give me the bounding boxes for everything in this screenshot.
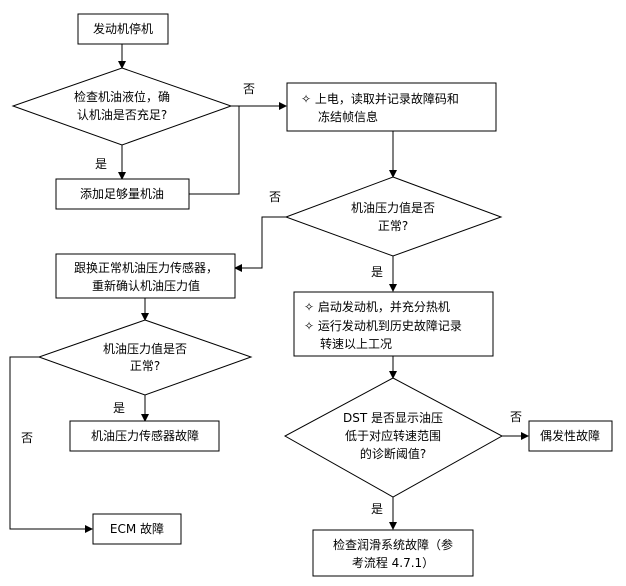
edge-label-yes-3: 是 bbox=[113, 401, 125, 415]
edge-label-yes-2: 是 bbox=[371, 265, 383, 279]
node-stop-line-0: 发动机停机 bbox=[93, 21, 153, 36]
edge-label-no-1: 否 bbox=[243, 82, 255, 96]
node-add-oil: 添加足够量机油 bbox=[55, 178, 190, 210]
edge-label-no-4: 否 bbox=[510, 410, 522, 424]
node-pressure-normal-2: 机油压力值是否 正常? bbox=[37, 319, 253, 396]
node-replace-sensor-line-0: 跟换正常机油压力传感器， bbox=[74, 260, 218, 275]
node-pressure-normal-1-line-0: 机油压力值是否 bbox=[351, 200, 435, 215]
node-start-engine-line-1: ✧ 运行发动机到历史故障记录 bbox=[304, 318, 462, 333]
node-ecm-fault: ECM 故障 bbox=[92, 513, 182, 545]
edge-label-no-3: 否 bbox=[21, 431, 33, 445]
node-replace-sensor-line-1: 重新确认机油压力值 bbox=[92, 278, 200, 293]
edge-label-yes-1: 是 bbox=[95, 157, 107, 171]
node-check-oil-line-1: 认机油是否充足? bbox=[77, 107, 167, 122]
node-add-oil-line-0: 添加足够量机油 bbox=[80, 187, 164, 201]
edge-labels: 否 是 否 是 是 否 否 是 bbox=[21, 82, 522, 516]
edge-label-yes-4: 是 bbox=[371, 502, 383, 516]
node-dst-check-line-2: 的诊断阈值? bbox=[360, 446, 426, 461]
node-stop: 发动机停机 bbox=[77, 13, 169, 45]
node-lube-fault: 检查润滑系统故障（参 考流程 4.7.1） bbox=[312, 529, 474, 577]
node-dst-check-line-1: 低于对应转速范围 bbox=[345, 428, 441, 443]
node-start-engine: ✧ 启动发动机，并充分热机 ✧ 运行发动机到历史故障记录 转速以上工况 bbox=[293, 291, 494, 357]
node-lube-fault-line-0: 检查润滑系统故障（参 bbox=[333, 537, 453, 552]
node-sensor-fault: 机油压力传感器故障 bbox=[69, 420, 220, 452]
node-start-engine-line-2: 转速以上工况 bbox=[320, 336, 392, 351]
node-start-engine-line-0: ✧ 启动发动机，并充分热机 bbox=[304, 299, 450, 314]
edge-pressure2-to-ecm bbox=[9, 356, 93, 533]
node-dst-check: DST 是否显示油压 低于对应转速范围 的诊断阈值? bbox=[283, 377, 504, 498]
node-ecm-fault-line-0: ECM 故障 bbox=[110, 521, 164, 536]
node-replace-sensor: 跟换正常机油压力传感器， 重新确认机油压力值 bbox=[55, 253, 236, 299]
node-pressure-normal-1: 机油压力值是否 正常? bbox=[284, 176, 503, 257]
node-power-on-line-1: 冻结帧信息 bbox=[318, 109, 378, 124]
node-power-on-line-0: ✧ 上电，读取并记录故障码和 bbox=[301, 91, 459, 106]
node-intermittent: 偶发性故障 bbox=[528, 420, 613, 452]
edge-add-to-poweron bbox=[189, 106, 240, 195]
node-lube-fault-line-1: 考流程 4.7.1） bbox=[352, 555, 434, 570]
edges bbox=[9, 44, 529, 533]
edge-pressure1-to-replace bbox=[234, 216, 286, 272]
node-pressure-normal-1-line-1: 正常? bbox=[378, 219, 408, 233]
edge-label-no-2: 否 bbox=[269, 190, 281, 204]
node-pressure-normal-2-line-1: 正常? bbox=[130, 359, 160, 373]
node-sensor-fault-line-0: 机油压力传感器故障 bbox=[91, 428, 199, 443]
node-power-on: ✧ 上电，读取并记录故障码和 冻结帧信息 bbox=[286, 82, 497, 132]
node-intermittent-line-0: 偶发性故障 bbox=[540, 428, 600, 443]
node-check-oil: 检查机油液位，确 认机油是否充足? bbox=[11, 67, 233, 146]
node-check-oil-line-0: 检查机油液位，确 bbox=[74, 89, 170, 104]
node-dst-check-line-0: DST 是否显示油压 bbox=[343, 411, 443, 425]
node-pressure-normal-2-line-0: 机油压力值是否 bbox=[103, 341, 187, 356]
